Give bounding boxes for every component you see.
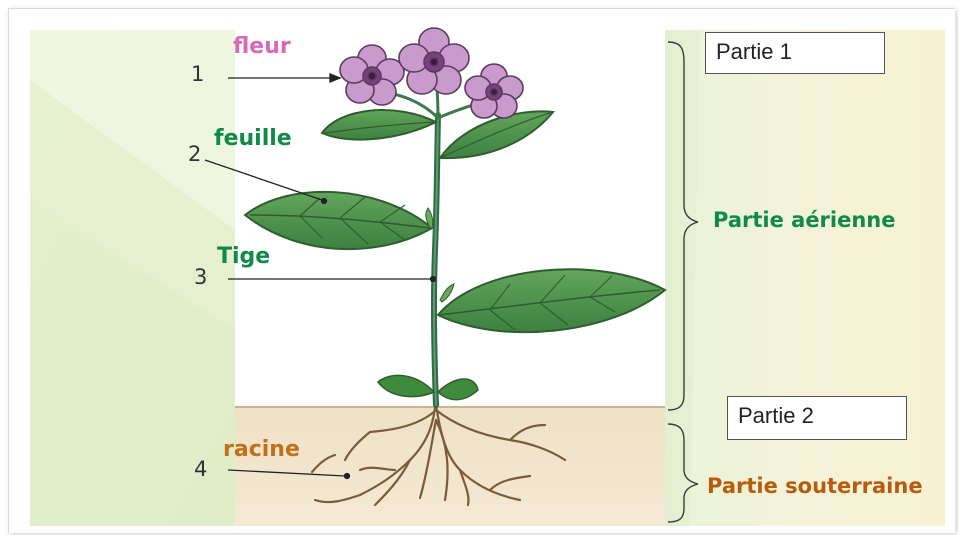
label-number-4: 4 — [194, 457, 207, 481]
label-fleur: fleur — [233, 34, 291, 59]
label-racine: racine — [223, 437, 300, 462]
label-partie-aerienne: Partie aérienne — [713, 208, 896, 232]
box-partie-2: Partie 2 — [727, 396, 907, 440]
label-partie-souterraine: Partie souterraine — [707, 474, 923, 498]
label-number-2: 2 — [188, 142, 201, 166]
label-number-1: 1 — [191, 62, 204, 86]
soil — [235, 407, 665, 526]
label-tige: Tige — [217, 244, 270, 269]
label-feuille: feuille — [214, 126, 292, 151]
box-partie-1: Partie 1 — [705, 32, 885, 74]
label-number-3: 3 — [194, 265, 207, 289]
